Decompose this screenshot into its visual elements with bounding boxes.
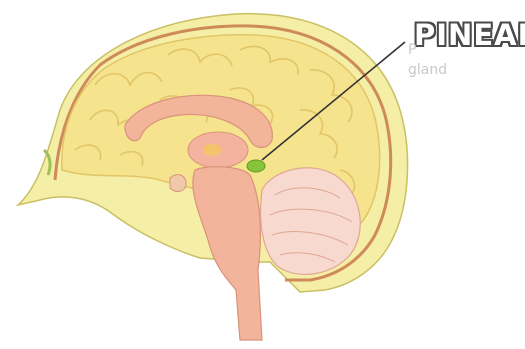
faint-label-line2: gland — [408, 62, 447, 78]
pituitary — [170, 175, 186, 192]
pineal-gland — [247, 160, 265, 172]
cerebellum — [261, 168, 361, 275]
faint-label-line1: P — [408, 42, 416, 58]
hypothalamus-dot — [203, 144, 221, 156]
pineal-label: PINEAL — [414, 18, 525, 52]
